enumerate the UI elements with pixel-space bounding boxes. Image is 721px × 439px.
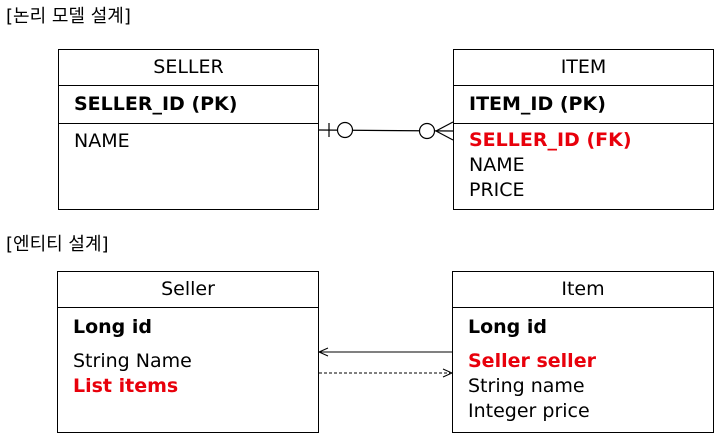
- seller-table: SELLER SELLER_ID (PK) NAME: [58, 49, 319, 210]
- seller-entity-name: Seller: [58, 272, 318, 308]
- seller-table-attr-name: NAME: [74, 130, 130, 152]
- seller-table-pk: SELLER_ID (PK): [59, 86, 318, 124]
- item-table-name: ITEM: [454, 50, 713, 86]
- er-relationship-line: [318, 121, 454, 141]
- item-entity: Item Long id Seller seller String name I…: [452, 271, 714, 433]
- seller-entity-attr-name: String Name: [73, 350, 192, 372]
- item-to-seller-arrow: [317, 347, 452, 357]
- item-table-attributes: SELLER_ID (FK) NAME PRICE: [454, 124, 713, 203]
- item-table-pk: ITEM_ID (PK): [454, 86, 713, 124]
- item-entity-attr-seller: Seller seller: [468, 350, 596, 372]
- crowfoot-lower: [435, 130, 454, 141]
- seller-table-name: SELLER: [59, 50, 318, 86]
- item-table-attr-name: NAME: [469, 154, 525, 176]
- item-entity-attr-name: String name: [468, 375, 585, 397]
- entity-design-title: [엔티티 설계]: [6, 234, 109, 255]
- seller-entity-id-field: Long id: [73, 316, 153, 338]
- item-entity-attr-price: Integer price: [468, 400, 590, 422]
- crowfoot-upper: [435, 121, 454, 132]
- seller-entity: Seller Long id String Name List items: [57, 271, 319, 433]
- seller-to-item-dashed-arrow: [319, 368, 454, 378]
- seller-optional-circle: [336, 121, 354, 139]
- item-table-attr-price: PRICE: [469, 179, 525, 201]
- item-entity-id-field: Long id: [468, 316, 548, 338]
- seller-table-attributes: NAME: [59, 124, 318, 154]
- seller-entity-attributes: String Name List items: [58, 347, 318, 399]
- item-table: ITEM ITEM_ID (PK) SELLER_ID (FK) NAME PR…: [453, 49, 714, 210]
- item-entity-name: Item: [453, 272, 713, 308]
- seller-entity-attr-items: List items: [73, 375, 179, 397]
- item-table-attr-seller-id-fk: SELLER_ID (FK): [469, 129, 632, 151]
- logical-model-title: [논리 모델 설계]: [6, 6, 131, 27]
- item-entity-attributes: Seller seller String name Integer price: [453, 347, 713, 424]
- item-optional-circle: [418, 122, 436, 140]
